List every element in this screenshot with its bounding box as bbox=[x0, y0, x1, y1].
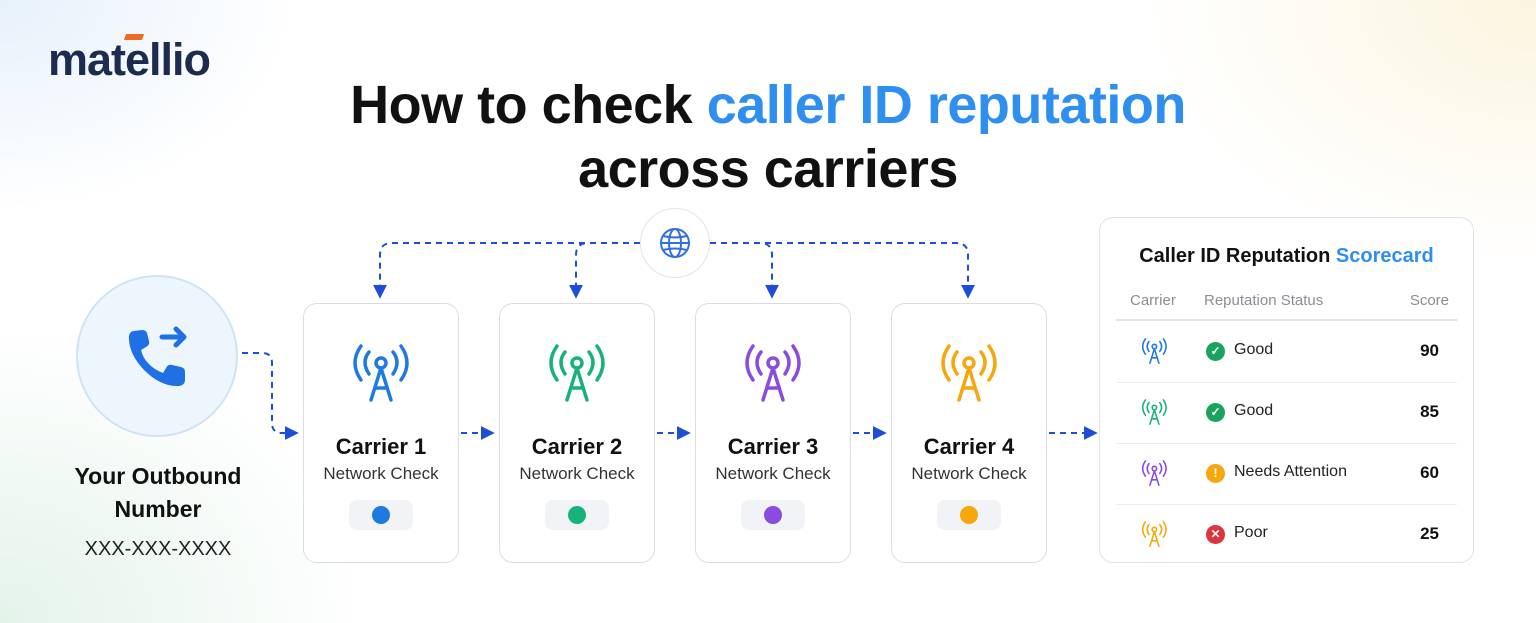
title-prefix: How to check bbox=[350, 75, 707, 135]
antenna-icon bbox=[349, 344, 413, 409]
antenna-icon bbox=[545, 344, 609, 409]
arrow-globe-to-carrier-2 bbox=[569, 242, 640, 299]
carrier-card-1: Carrier 1 Network Check bbox=[303, 303, 459, 563]
reputation-status: Needs Attention bbox=[1234, 463, 1347, 480]
matellio-logo: matellio bbox=[48, 34, 211, 86]
carrier-name: Carrier 2 bbox=[531, 434, 623, 459]
page-title-line-2: across carriers bbox=[578, 139, 958, 199]
arrow-globe-to-carrier-3 bbox=[710, 242, 779, 299]
scorecard-row: ✓ Good 85 bbox=[1116, 382, 1457, 444]
outbound-phone-node bbox=[76, 275, 238, 437]
scorecard-title: Caller ID Reputation Scorecard bbox=[1100, 245, 1473, 268]
reputation-scorecard: Caller ID Reputation Scorecard Carrier R… bbox=[1099, 217, 1474, 563]
outbound-number-label: Your Outbound Number bbox=[48, 460, 268, 526]
reputation-score: 90 bbox=[1420, 341, 1439, 360]
antenna-icon bbox=[1140, 460, 1169, 492]
globe-icon bbox=[660, 228, 690, 258]
header-divider bbox=[1116, 319, 1457, 321]
carrier-status-dot bbox=[372, 506, 390, 524]
antenna-icon bbox=[1140, 399, 1169, 431]
outgoing-call-icon bbox=[128, 326, 187, 387]
carrier-name: Carrier 3 bbox=[727, 434, 819, 459]
scorecard-title-highlight: Scorecard bbox=[1335, 245, 1434, 267]
header-score: Score bbox=[1409, 292, 1449, 309]
scorecard-row: ✓ Good 90 bbox=[1116, 321, 1457, 383]
carrier-name: Carrier 4 bbox=[923, 434, 1015, 459]
antenna-icon bbox=[1140, 338, 1169, 370]
carrier-status-dot bbox=[764, 506, 782, 524]
arrow-globe-to-carrier-4 bbox=[710, 242, 975, 299]
carrier-status-pill bbox=[349, 500, 413, 530]
carrier-name: Carrier 1 bbox=[335, 434, 427, 459]
carrier-card-2: Carrier 2 Network Check bbox=[499, 303, 655, 563]
reputation-score: 60 bbox=[1420, 463, 1439, 482]
carrier-status-pill bbox=[937, 500, 1001, 530]
outbound-label-line-2: Number bbox=[114, 496, 202, 522]
carrier-status-dot bbox=[960, 506, 978, 524]
arrow-globe-to-carrier-1 bbox=[373, 242, 640, 299]
reputation-score: 85 bbox=[1420, 402, 1439, 421]
carrier-status-pill bbox=[741, 500, 805, 530]
check-circle-icon: ✓ bbox=[1206, 342, 1225, 361]
reputation-status: Poor bbox=[1234, 524, 1268, 541]
warning-circle-icon: ! bbox=[1206, 464, 1225, 483]
x-circle-icon: ✕ bbox=[1206, 525, 1225, 544]
logo-text: matellio bbox=[48, 34, 211, 85]
carrier-subtitle: Network Check bbox=[519, 464, 635, 483]
reputation-status: Good bbox=[1234, 402, 1274, 419]
globe-node bbox=[640, 208, 710, 278]
antenna-icon bbox=[937, 344, 1001, 409]
outbound-number-value: XXX-XXX-XXXX bbox=[84, 538, 232, 560]
carrier-subtitle: Network Check bbox=[715, 464, 831, 483]
check-circle-icon: ✓ bbox=[1206, 403, 1225, 422]
carrier-subtitle: Network Check bbox=[911, 464, 1027, 483]
scorecard-row: ✕ Poor 25 bbox=[1116, 504, 1457, 565]
arrow-phone-to-carrier-1 bbox=[242, 352, 299, 440]
header-carrier: Carrier bbox=[1130, 292, 1176, 309]
carrier-subtitle: Network Check bbox=[323, 464, 439, 483]
outbound-label-line-1: Your Outbound bbox=[74, 463, 242, 489]
carrier-status-dot bbox=[568, 506, 586, 524]
scorecard-title-prefix: Caller ID Reputation bbox=[1139, 245, 1336, 267]
reputation-score: 25 bbox=[1420, 524, 1439, 543]
antenna-icon bbox=[1140, 521, 1169, 553]
carrier-status-pill bbox=[545, 500, 609, 530]
scorecard-row: ! Needs Attention 60 bbox=[1116, 443, 1457, 505]
carrier-card-3: Carrier 3 Network Check bbox=[695, 303, 851, 563]
title-highlight: caller ID reputation bbox=[706, 75, 1187, 135]
reputation-status: Good bbox=[1234, 341, 1274, 358]
carrier-card-4: Carrier 4 Network Check bbox=[891, 303, 1047, 563]
page-title-line-1: How to check caller ID reputation bbox=[0, 74, 1536, 136]
antenna-icon bbox=[741, 344, 805, 409]
header-reputation-status: Reputation Status bbox=[1204, 292, 1324, 309]
